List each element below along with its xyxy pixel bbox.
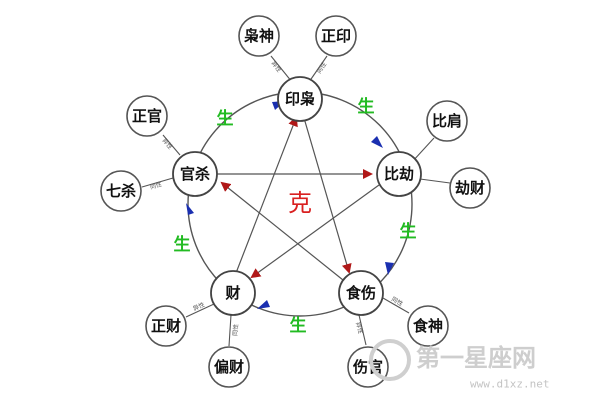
sub-node-shishen-label: 食神: [413, 317, 443, 335]
main-node-shishang-label: 食伤: [346, 284, 376, 302]
main-node-cai: 财: [210, 270, 256, 316]
sheng-label-top-left: 生: [217, 108, 234, 129]
sub-node-zhengyin-label: 正印: [321, 27, 351, 45]
spoke-yinxiao-xiaoshen: [270, 55, 293, 83]
ke-line-yinxiao-to-shishang: [303, 117, 352, 274]
main-node-bijie: 比劫: [376, 151, 422, 197]
ke-line-bijie-to-cai: [250, 184, 380, 279]
sub-node-jiecai-label: 劫财: [455, 179, 485, 197]
sub-node-shangguan: 伤官: [347, 346, 389, 388]
sub-node-piancai: 偏财: [208, 346, 250, 388]
spoke-cai-zhengcai: [185, 303, 215, 318]
spoke-guansha-zhengguan: [162, 134, 181, 156]
main-node-cai-label: 财: [225, 284, 240, 302]
ke-label: 克: [288, 189, 312, 217]
ke-line-cai-to-yinxiao: [235, 116, 298, 274]
sub-node-shishen: 食神: [407, 305, 449, 347]
spoke-cai-piancai: [228, 314, 232, 347]
spoke-shishang-shishen: [382, 297, 410, 314]
main-node-shishang: 食伤: [338, 270, 384, 316]
spoke-bijie-jiecai: [419, 178, 451, 184]
sheng-arrow-bijie-to-shishang: [385, 262, 394, 275]
watermark-brand: 第一星座网: [416, 344, 536, 372]
sheng-label-top-right: 生: [358, 96, 375, 117]
spoke-shishang-shangguan: [358, 314, 367, 346]
watermark-logo-icon: [369, 339, 411, 381]
spoke-label-yinxiao-right: 同性: [315, 61, 328, 75]
sub-node-piancai-label: 偏财: [214, 358, 244, 376]
sheng-arrow-yinxiao-to-bijie: [371, 136, 383, 148]
sub-node-qisha: 七杀: [100, 170, 142, 212]
main-node-yinxiao: 印枭: [277, 76, 323, 122]
spoke-bijie-bijian: [411, 137, 435, 163]
spoke-label-cai-bottom: 同性: [231, 324, 240, 337]
sub-node-xiaoshen: 枭神: [238, 15, 280, 57]
sheng-arrow-cai-to-guansha: [186, 203, 194, 215]
spoke-label-shishang-bottom: 异性: [354, 321, 365, 335]
sub-node-bijian-label: 比肩: [432, 112, 462, 130]
sheng-labels: 生 生 生 生 生: [174, 96, 417, 336]
sub-node-zhengcai-label: 正财: [151, 317, 181, 335]
watermark: 第一星座网 www.d1xz.net: [369, 339, 549, 391]
sub-node-qisha-label: 七杀: [106, 182, 136, 200]
ke-line-shishang-to-guansha: [220, 181, 344, 281]
sheng-arrow-shishang-to-cai: [257, 300, 270, 309]
spoke-label-cai-bottom-left: 异性: [192, 300, 206, 312]
sub-node-zhengguan-label: 正官: [132, 107, 162, 125]
spoke-guansha-qisha: [141, 177, 174, 188]
spoke-label-guansha-top: 异性: [160, 137, 174, 151]
sheng-label-bottom: 生: [290, 315, 307, 336]
sub-node-bijian: 比肩: [426, 100, 468, 142]
watermark-url: www.d1xz.net: [470, 378, 549, 391]
main-node-guansha-label: 官杀: [180, 165, 210, 183]
sub-node-jiecai: 劫财: [449, 167, 491, 209]
spoke-label-guansha-left: 同性: [149, 180, 163, 191]
sub-node-xiaoshen-label: 枭神: [243, 27, 274, 45]
main-node-yinxiao-label: 印枭: [285, 90, 315, 108]
spokes: [141, 55, 451, 347]
spoke-yinxiao-zhengyin: [308, 55, 328, 83]
sub-node-zhengguan: 正官: [126, 95, 168, 137]
spoke-label-yinxiao-left: 异性: [270, 59, 284, 73]
spoke-label-shishang-right: 同性: [390, 295, 404, 308]
main-node-bijie-label: 比劫: [384, 165, 414, 183]
sub-node-zhengcai: 正财: [145, 305, 187, 347]
sheng-label-right: 生: [400, 221, 417, 242]
ke-star: [215, 116, 380, 281]
main-node-guansha: 官杀: [172, 151, 218, 197]
sheng-label-left: 生: [174, 234, 191, 255]
sub-node-zhengyin: 正印: [315, 15, 357, 57]
